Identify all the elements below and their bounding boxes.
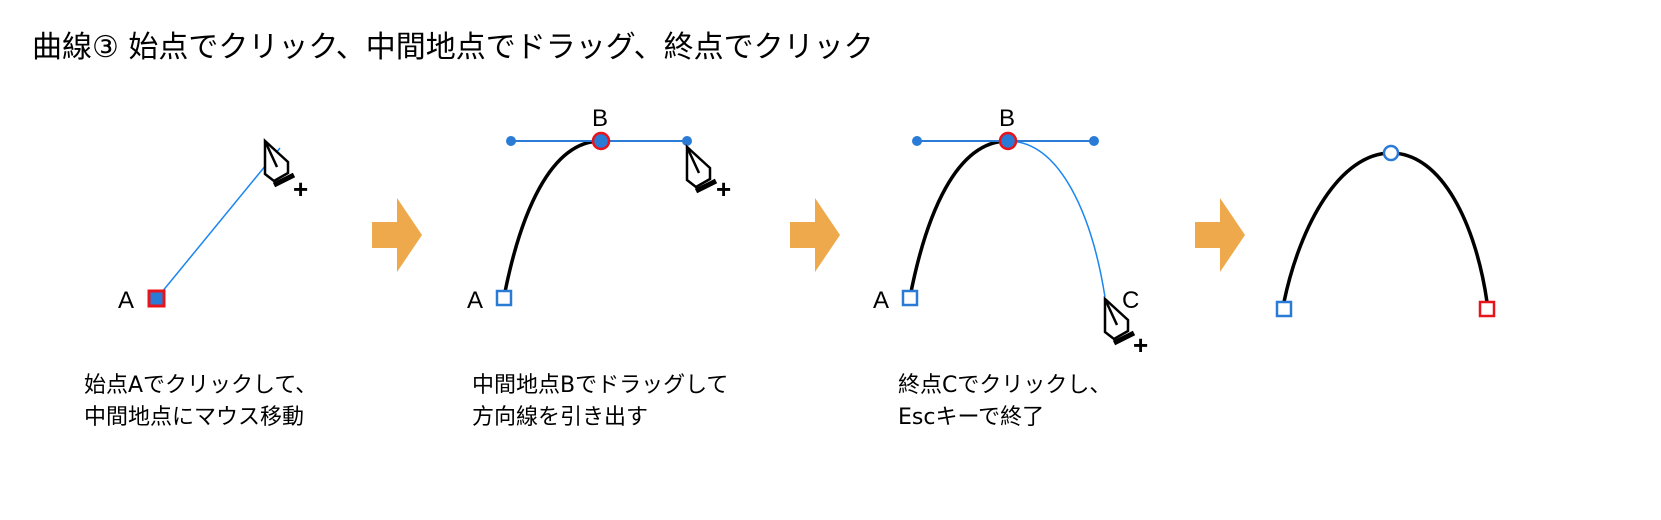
handle-right: [682, 136, 692, 146]
label-c: C: [1122, 287, 1139, 314]
caption-line: 中間地点Bでドラッグして: [472, 373, 729, 398]
label-b: B: [999, 105, 1015, 132]
anchor-a: [147, 289, 166, 308]
arrow-right-icon: [1195, 198, 1245, 272]
direction-line: [156, 147, 281, 299]
handle-left: [506, 136, 516, 146]
caption-step-2: 中間地点Bでドラッグして 方向線を引き出す: [472, 370, 728, 434]
handle-left: [912, 136, 922, 146]
step-2: A B +: [467, 105, 731, 314]
finished-curve: [1282, 151, 1489, 303]
anchor-a: [495, 289, 513, 307]
caption-line: Escキーで終了: [898, 405, 1045, 430]
anchor-end: [1478, 300, 1496, 318]
label-a: A: [467, 287, 483, 314]
anchor-start: [1275, 300, 1293, 318]
curve-segment: [908, 139, 1009, 298]
label-b: B: [592, 105, 608, 132]
plus-icon: +: [293, 174, 308, 204]
caption-step-1: 始点Aでクリックして、 中間地点にマウス移動: [84, 370, 317, 434]
step-3: A B C +: [873, 105, 1148, 360]
caption-line: 中間地点にマウス移動: [84, 405, 305, 430]
handle-right: [1089, 136, 1099, 146]
plus-icon: +: [716, 174, 731, 204]
pen-add-icon: [687, 147, 716, 191]
step-4: [1275, 144, 1496, 318]
anchor-a: [901, 289, 919, 307]
arrow-right-icon: [372, 198, 422, 272]
label-a: A: [873, 287, 889, 314]
anchor-middle: [1382, 144, 1400, 162]
plus-icon: +: [1133, 330, 1148, 360]
caption-line: 始点Aでクリックして、: [84, 373, 318, 398]
anchor-b: [998, 131, 1018, 151]
page-title: 曲線③ 始点でクリック、中間地点でドラッグ、終点でクリック: [32, 30, 874, 65]
arrow-right-icon: [790, 198, 840, 272]
step-1: A +: [118, 141, 308, 314]
caption-line: 方向線を引き出す: [472, 405, 649, 430]
anchor-b: [591, 131, 611, 151]
caption-line: 終点Cでクリックし、: [898, 373, 1112, 398]
curve-segment: [502, 139, 602, 298]
curve-preview: [1007, 140, 1106, 298]
caption-step-3: 終点Cでクリックし、 Escキーで終了: [898, 370, 1111, 434]
label-a: A: [118, 287, 134, 314]
